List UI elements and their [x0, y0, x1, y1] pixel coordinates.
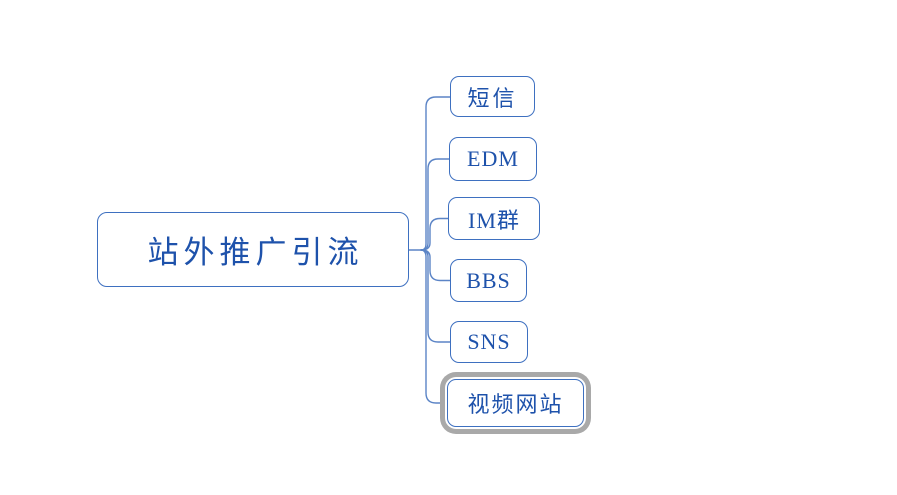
subtopic-im-group[interactable]: IM群 [448, 197, 540, 240]
subtopic-sms[interactable]: 短信 [450, 76, 535, 117]
subtopic-video-sites[interactable]: 视频网站 [447, 379, 584, 427]
subtopic-edm[interactable]: EDM [449, 137, 537, 181]
branch-connector-sns [420, 249, 451, 343]
subtopic-bbs-label: BBS [466, 267, 511, 293]
subtopic-bbs[interactable]: BBS [450, 259, 527, 302]
subtopic-sns-label: SNS [467, 329, 511, 354]
branch-connector-video [420, 249, 442, 404]
subtopic-sns[interactable]: SNS [450, 321, 528, 363]
subtopic-edm-label: EDM [467, 146, 519, 171]
branch-connector-bbs [420, 249, 451, 282]
subtopic-im-group-label: IM群 [468, 207, 520, 233]
root-topic-label: 站外推广引流 [147, 235, 364, 270]
branch-connector-sms [420, 96, 451, 251]
subtopic-sms-label: 短信 [467, 85, 518, 111]
branch-connector-im [420, 217, 449, 251]
root-topic[interactable]: 站外推广引流 [97, 212, 409, 287]
branch-connector-edm [420, 158, 450, 251]
subtopic-video-sites-label: 视频网站 [467, 392, 564, 417]
